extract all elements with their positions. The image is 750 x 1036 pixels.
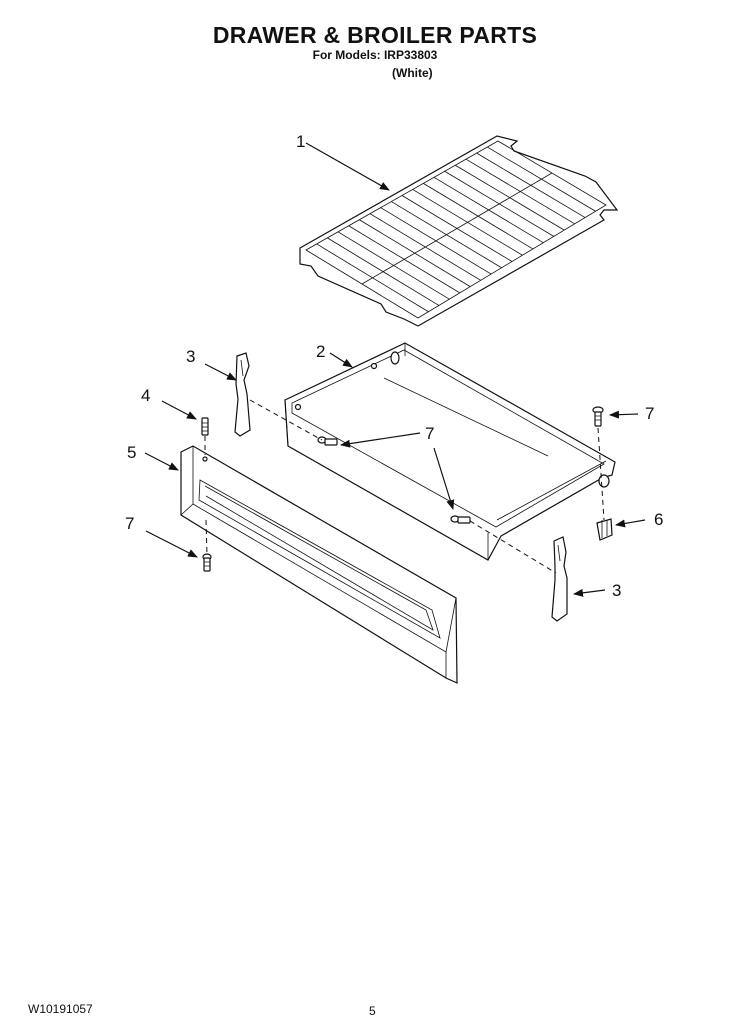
leader-7-front bbox=[145, 530, 198, 558]
callout-7-right: 7 bbox=[645, 404, 654, 423]
leader-7-drawer-left bbox=[340, 432, 421, 448]
leader-4 bbox=[161, 400, 197, 420]
callout-2: 2 bbox=[316, 342, 325, 361]
callout-3-left: 3 bbox=[186, 347, 195, 366]
leader-5 bbox=[144, 452, 179, 471]
model-subtitle: For Models: IRP33803 bbox=[312, 48, 438, 62]
callout-3-right: 3 bbox=[612, 581, 621, 600]
alignment-line-front-screw bbox=[205, 519, 208, 556]
callout-6: 6 bbox=[654, 510, 663, 529]
screw-drawer-center bbox=[450, 515, 471, 524]
callout-1: 1 bbox=[296, 132, 305, 151]
broiler-drawer-body bbox=[284, 342, 616, 561]
screw-front-left bbox=[202, 553, 212, 572]
callout-4: 4 bbox=[141, 386, 150, 405]
broiler-pan-grid bbox=[299, 135, 619, 327]
alignment-line-right bbox=[469, 520, 557, 574]
page-number: 5 bbox=[369, 1004, 376, 1018]
stud-part-4 bbox=[201, 417, 209, 436]
leader-2 bbox=[329, 352, 353, 368]
page-title: DRAWER & BROILER PARTS bbox=[212, 22, 538, 48]
callout-7-front: 7 bbox=[125, 514, 134, 533]
drawer-front-panel bbox=[180, 445, 458, 684]
callout-5: 5 bbox=[127, 443, 136, 462]
callout-7-drawer: 7 bbox=[425, 424, 434, 443]
document-number: W10191057 bbox=[28, 1002, 93, 1016]
screw-right bbox=[592, 406, 604, 427]
leader-7-drawer-center bbox=[433, 447, 455, 510]
leader-7-right bbox=[609, 410, 639, 419]
leader-1 bbox=[305, 142, 390, 191]
drawer-slide-left bbox=[234, 352, 251, 437]
leader-6 bbox=[615, 519, 646, 528]
screw-drawer-left bbox=[317, 436, 338, 446]
alignment-line-clip bbox=[597, 427, 605, 521]
drawer-slide-right bbox=[551, 536, 568, 622]
leader-3-right bbox=[573, 588, 606, 597]
color-note: (White) bbox=[392, 66, 433, 80]
clip-part-6 bbox=[596, 518, 613, 541]
alignment-line-left bbox=[249, 399, 323, 441]
grid-center-wire bbox=[361, 172, 553, 285]
leader-3-left bbox=[204, 363, 237, 381]
